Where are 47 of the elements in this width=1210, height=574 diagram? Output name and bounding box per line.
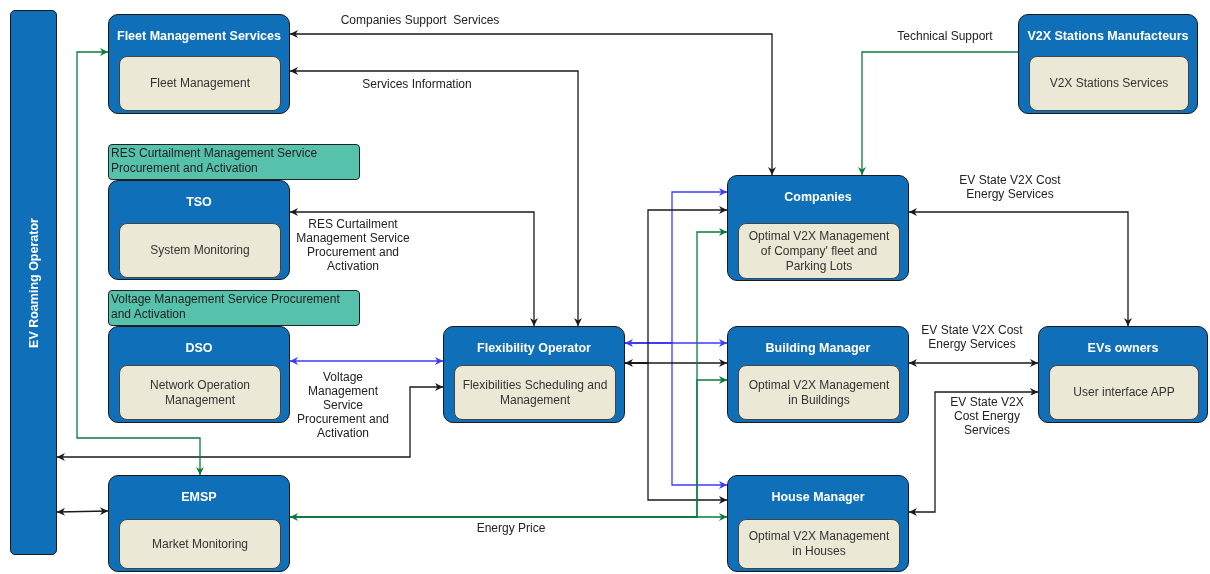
operator-bar bbox=[10, 10, 57, 555]
function-box: Optimal V2X Management of Company' fleet and Parking Lots bbox=[738, 223, 900, 279]
function-box: V2X Stations Services bbox=[1029, 56, 1189, 111]
box-heading: Building Manager bbox=[764, 341, 872, 355]
service-note: Voltage Management Service Procurement and Activation bbox=[108, 290, 360, 326]
connector-arrow bbox=[289, 357, 444, 365]
box-heading: Flexibility Operator bbox=[476, 341, 592, 355]
function-box: Flexibilities Scheduling and Management bbox=[454, 365, 616, 420]
actor-box bbox=[1018, 14, 1198, 114]
service-note: RES Curtailment Management Service Procurement and Activation bbox=[108, 144, 360, 180]
connector-arrow bbox=[76, 48, 204, 476]
box-heading: DSO bbox=[184, 341, 214, 355]
function-box: Optimal V2X Management in Buildings bbox=[738, 365, 900, 420]
connector-arrow bbox=[624, 342, 728, 489]
actor-box bbox=[727, 175, 909, 281]
function-box: User interface APP bbox=[1049, 365, 1199, 420]
function-box: Market Monitoring bbox=[119, 519, 281, 569]
function-box: Network Operation Management bbox=[119, 365, 281, 420]
actor-box bbox=[108, 180, 290, 280]
box-heading: EMSP bbox=[180, 490, 218, 504]
box-heading: EVs owners bbox=[1086, 341, 1160, 355]
actor-box bbox=[108, 326, 290, 423]
box-heading: House Manager bbox=[770, 490, 866, 504]
actor-box bbox=[443, 326, 625, 423]
connector-arrow bbox=[908, 208, 1132, 327]
actor-box bbox=[727, 326, 909, 423]
box-heading: Companies bbox=[783, 190, 853, 204]
connector-arrow bbox=[908, 388, 1039, 516]
connector-arrow bbox=[289, 30, 776, 176]
actor-box bbox=[108, 14, 290, 114]
box-heading: EV Roaming Operator bbox=[26, 217, 41, 348]
box-heading: TSO bbox=[185, 195, 213, 209]
actor-box bbox=[1038, 326, 1208, 423]
function-box: System Monitoring bbox=[119, 223, 281, 278]
connector-arrow bbox=[56, 507, 109, 516]
connector-arrow bbox=[624, 362, 728, 504]
connector-arrow bbox=[858, 51, 1019, 176]
connector-arrow bbox=[289, 208, 538, 327]
function-box: Fleet Management bbox=[119, 56, 281, 111]
box-heading: V2X Stations Manufacteurs bbox=[1026, 29, 1190, 43]
actor-box bbox=[108, 475, 290, 572]
box-heading: Fleet Management Services bbox=[116, 29, 282, 43]
function-box: Optimal V2X Management in Houses bbox=[738, 519, 900, 569]
connector-arrow bbox=[56, 383, 444, 461]
connector-arrow bbox=[908, 359, 1039, 367]
actor-box bbox=[727, 475, 909, 572]
connector-arrow bbox=[289, 67, 582, 327]
